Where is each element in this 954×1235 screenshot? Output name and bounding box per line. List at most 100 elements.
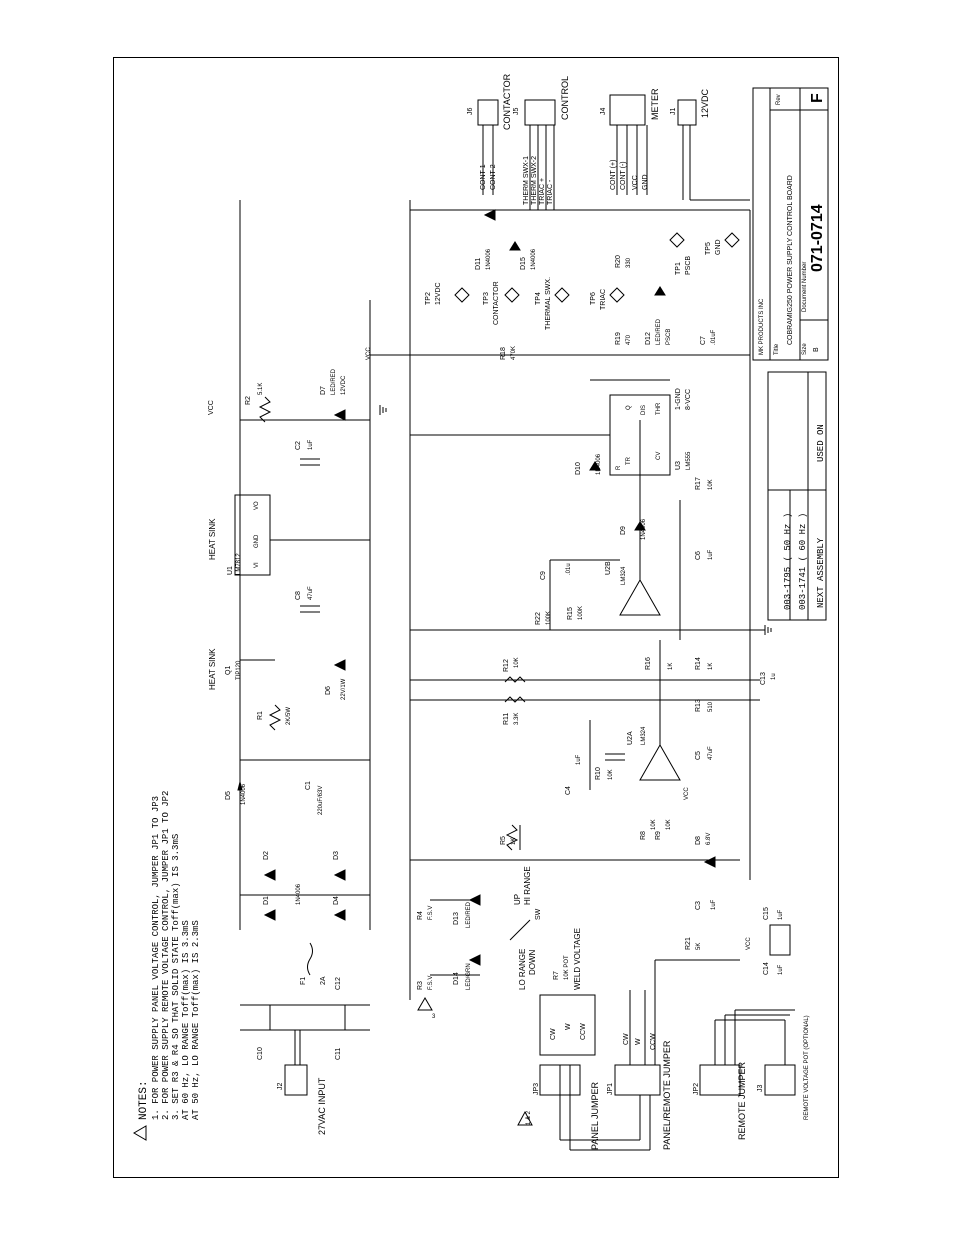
svg-text:LED/RED: LED/RED xyxy=(331,368,337,395)
svg-text:VCC: VCC xyxy=(366,347,372,360)
svg-text:D9: D9 xyxy=(620,526,627,535)
svg-text:LM324: LM324 xyxy=(621,566,627,585)
svg-text:THR: THR xyxy=(656,402,662,415)
tp1-label: PSCB xyxy=(685,256,692,275)
range-section: R3 F.S.V R4 F.S.V D14 LED/GRN D13 LED/RE… xyxy=(409,200,810,1151)
assembly-row-1: 003-1795 ( 50 Hz ) xyxy=(783,513,793,610)
j4-pin-2: CONT (-) xyxy=(620,161,627,190)
svg-text:10K: 10K xyxy=(708,479,714,490)
svg-text:10K: 10K xyxy=(651,819,657,830)
svg-text:J6: J6 xyxy=(467,108,474,116)
svg-text:D14: D14 xyxy=(453,972,460,985)
u2b-opamp xyxy=(619,578,661,616)
opamp-u2b-section: R22 100K R15 100K C9 .01u U2B LM324 D9 1… xyxy=(535,420,714,640)
svg-text:1uF: 1uF xyxy=(708,549,714,560)
svg-text:C14: C14 xyxy=(763,962,770,975)
svg-text:5.1K: 5.1K xyxy=(258,383,264,395)
svg-text:R19: R19 xyxy=(615,332,622,345)
svg-text:100K: 100K xyxy=(578,606,584,620)
j4-pin-1: CONT (+) xyxy=(610,160,617,190)
svg-text:330: 330 xyxy=(626,257,632,268)
doc-label: Document Number xyxy=(802,262,808,312)
svg-text:W: W xyxy=(635,1038,642,1045)
svg-text:12VDC: 12VDC xyxy=(341,375,347,395)
svg-text:TP3: TP3 xyxy=(483,292,490,305)
lm555-note-2: 8-VCC xyxy=(685,389,692,410)
j5-label: CONTROL xyxy=(560,76,570,120)
u1-regulator xyxy=(234,494,271,576)
svg-text:2A: 2A xyxy=(320,976,327,985)
svg-text:R17: R17 xyxy=(695,477,702,490)
svg-text:1uF: 1uF xyxy=(308,439,314,450)
note-line-3: 3. SET R3 & R4 SO THAT SOLID STATE Toff(… xyxy=(171,834,181,1120)
svg-text:R5: R5 xyxy=(500,836,507,845)
svg-text:J5: J5 xyxy=(513,108,520,116)
svg-text:47uF: 47uF xyxy=(308,586,314,600)
svg-text:C2: C2 xyxy=(295,441,302,450)
j5-pin-4: TRIAC - xyxy=(547,179,554,205)
svg-text:1uF: 1uF xyxy=(778,909,784,920)
title-block: MK PRODUCTS INC Title COBRAMIG250 POWER … xyxy=(752,87,829,361)
jp1-header xyxy=(614,1064,661,1096)
pot-cw: CW xyxy=(550,1028,557,1040)
svg-text:U1: U1 xyxy=(227,566,234,575)
svg-text:C12: C12 xyxy=(335,977,342,990)
j2-label: J2 xyxy=(277,1083,284,1091)
svg-text:C5: C5 xyxy=(695,751,702,760)
notes-header: NOTES: xyxy=(138,1080,150,1120)
svg-text:R10: R10 xyxy=(595,767,602,780)
note-line-1: 1. FOR POWER SUPPLY PANEL VOLTAGE CONTRO… xyxy=(151,796,161,1120)
svg-text:F1: F1 xyxy=(300,977,307,985)
j4-connector xyxy=(609,94,646,126)
svg-text:DIS: DIS xyxy=(641,405,647,415)
j4-pin-4: GND xyxy=(642,174,649,190)
remote-jumper-label: REMOTE JUMPER xyxy=(737,1061,747,1140)
j1-label: 12VDC xyxy=(700,88,710,118)
svg-text:C11: C11 xyxy=(335,1048,342,1060)
drawing-border xyxy=(113,57,839,1178)
svg-text:LM324: LM324 xyxy=(641,726,647,745)
svg-text:D11: D11 xyxy=(475,258,482,270)
remote-pot-label: REMOTE VOLTAGE POT (OPTIONAL) xyxy=(804,1015,810,1120)
svg-text:1K: 1K xyxy=(668,663,674,670)
svg-text:.01u: .01u xyxy=(566,563,572,575)
svg-text:C3: C3 xyxy=(695,901,702,910)
svg-text:100K: 100K xyxy=(546,611,552,625)
heat-sink-label-1: HEAT SINK xyxy=(208,648,217,690)
j5-connector xyxy=(524,99,556,126)
rev-value: F xyxy=(809,93,826,103)
jp2-header xyxy=(699,1064,741,1096)
svg-text:D6: D6 xyxy=(325,686,332,695)
svg-text:CW: CW xyxy=(623,1033,630,1045)
timer-section: R TR Q DIS THR CV U3 LM555 1-GND 8-VCC D… xyxy=(410,379,692,476)
svg-text:TP4: TP4 xyxy=(535,292,542,305)
svg-text:LED/RED: LED/RED xyxy=(656,318,662,345)
note-line-2: 2. FOR POWER SUPPLY REMOTE VOLTAGE CONTR… xyxy=(161,791,171,1120)
svg-text:LM7812: LM7812 xyxy=(236,553,242,575)
svg-text:TIP120: TIP120 xyxy=(236,660,242,680)
size-value: B xyxy=(813,347,820,352)
svg-text:1N4006: 1N4006 xyxy=(241,783,247,805)
svg-text:1u: 1u xyxy=(771,673,777,680)
svg-text:CCW: CCW xyxy=(650,1033,657,1050)
svg-text:D12: D12 xyxy=(645,332,652,345)
svg-text:R13: R13 xyxy=(695,699,702,712)
svg-text:R1: R1 xyxy=(257,711,264,720)
j6-connector xyxy=(477,99,499,126)
svg-text:VI: VI xyxy=(254,562,260,568)
regulator-section: HEAT SINK HEAT SINK R1 2K/5W Q1 TIP120 D… xyxy=(208,368,387,731)
svg-text:LM555: LM555 xyxy=(686,451,692,470)
title-label: Title xyxy=(774,343,780,355)
svg-text:CV: CV xyxy=(656,452,662,460)
svg-text:R4: R4 xyxy=(417,911,424,920)
pot-ccw: CCW xyxy=(580,1023,587,1040)
tp5-label: GND xyxy=(715,239,722,255)
svg-text:JP2: JP2 xyxy=(693,1083,700,1095)
svg-text:F.S.V: F.S.V xyxy=(428,906,434,920)
j3-connector xyxy=(764,1064,796,1096)
svg-text:D1: D1 xyxy=(263,896,270,905)
note-line-4: AT 60 Hz, LO RANGE Toff(max) IS 3.3mS xyxy=(181,920,191,1120)
input-section: J2 27VAC INPUT C10 C11 C12 F1 2A D2 D1 D… xyxy=(225,200,371,1135)
svg-text:10K: 10K xyxy=(666,819,672,830)
svg-text:D10: D10 xyxy=(575,462,582,475)
